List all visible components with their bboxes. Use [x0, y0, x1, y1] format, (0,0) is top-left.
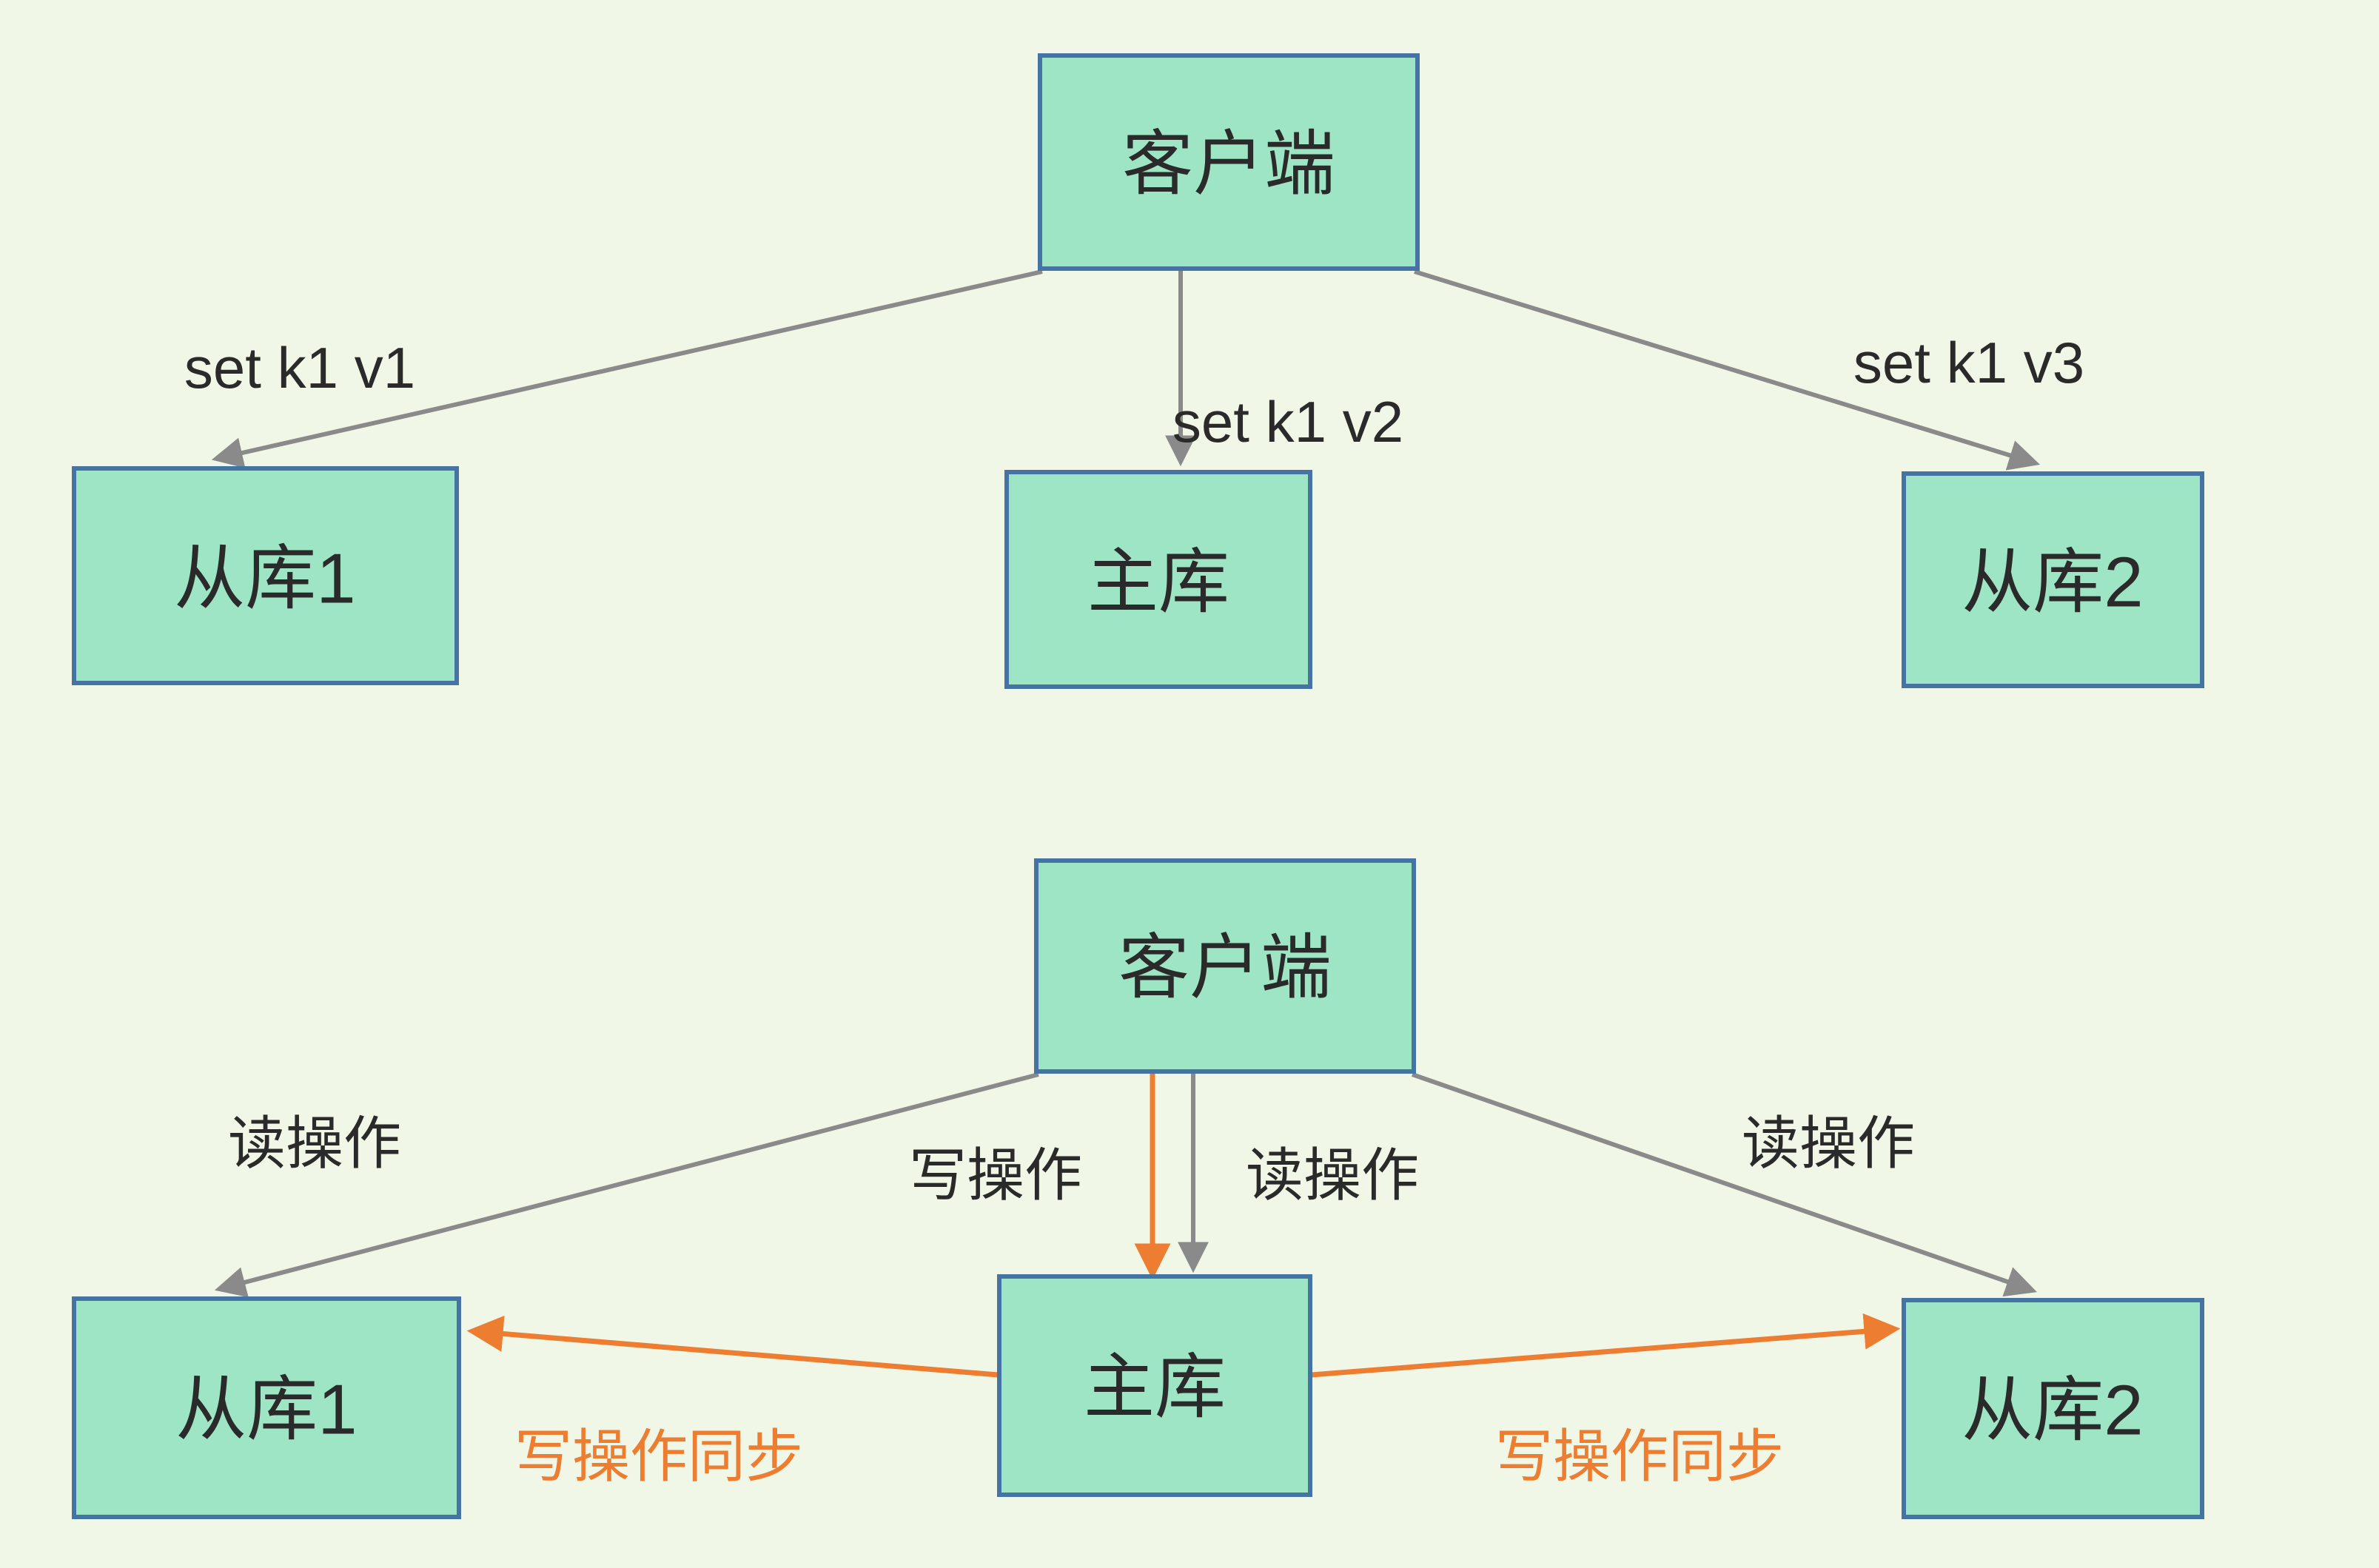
bottom-slave2-node: 从库2 — [1902, 1298, 2204, 1519]
top-slave1-node: 从库1 — [72, 466, 459, 685]
bottom-label-read-left: 读操作 — [228, 1111, 401, 1176]
node-box — [72, 466, 459, 685]
bottom-client-node: 客户端 — [1034, 858, 1416, 1074]
node-label: 主库 — [1084, 1348, 1226, 1427]
node-box — [1038, 53, 1420, 271]
node-box — [72, 1296, 461, 1519]
node-label: 客户端 — [1122, 125, 1335, 204]
top-client-node: 客户端 — [1038, 53, 1420, 271]
top-label-set-k1-v2: set k1 v2 — [1172, 389, 1403, 454]
node-box — [997, 1274, 1312, 1497]
bottom-diagram: 读操作 写操作 读操作 读操作 写操作同步 写操作同步 客户端 从库1 主库 从… — [72, 858, 2204, 1519]
node-label: 从库2 — [1962, 1371, 2143, 1450]
top-label-set-k1-v1: set k1 v1 — [184, 335, 415, 400]
bottom-slave1-node: 从库1 — [72, 1296, 461, 1519]
node-box — [1902, 1298, 2204, 1519]
bottom-arrow-sync-master-to-slave1 — [466, 1316, 999, 1378]
bottom-arrow-client-to-slave2 — [1412, 1072, 2037, 1297]
bottom-label-write-center: 写操作 — [909, 1143, 1082, 1208]
bottom-label-sync-left: 写操作同步 — [514, 1424, 803, 1489]
node-box — [1034, 858, 1416, 1074]
bottom-master-node: 主库 — [997, 1274, 1312, 1497]
top-label-set-k1-v3: set k1 v3 — [1853, 330, 2084, 395]
node-label: 客户端 — [1118, 929, 1332, 1008]
node-label: 主库 — [1087, 543, 1229, 622]
node-label: 从库2 — [1962, 543, 2143, 622]
node-box — [1004, 470, 1312, 689]
node-label: 从库1 — [174, 539, 355, 619]
bottom-label-sync-right: 写操作同步 — [1495, 1424, 1784, 1489]
bottom-arrow-sync-master-to-slave2 — [1311, 1313, 1901, 1378]
top-diagram: set k1 v1 set k1 v2 set k1 v3 客户端 从库1 主库… — [72, 53, 2204, 689]
top-arrow-client-to-slave2 — [1414, 269, 2041, 471]
bottom-arrow-client-to-slave1 — [214, 1072, 1039, 1298]
top-arrow-client-to-slave1 — [211, 269, 1043, 468]
node-label: 从库1 — [175, 1370, 357, 1450]
top-master-node: 主库 — [1004, 470, 1312, 689]
node-box — [1902, 471, 2204, 688]
bottom-label-read-right: 读操作 — [1742, 1111, 1915, 1176]
top-slave2-node: 从库2 — [1902, 471, 2204, 688]
bottom-label-read-center: 读操作 — [1246, 1143, 1419, 1208]
